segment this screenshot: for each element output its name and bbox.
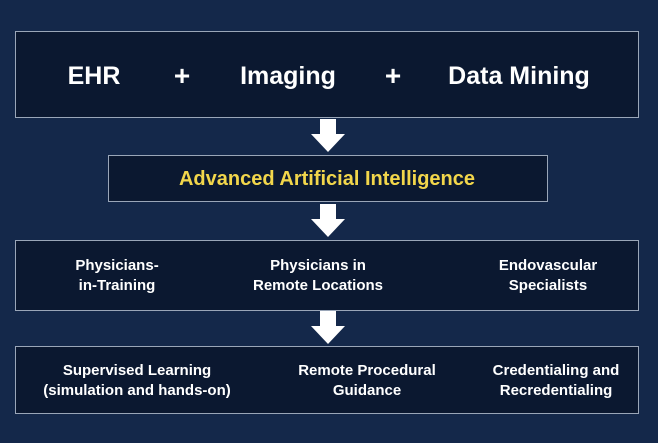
down-arrow-icon — [311, 119, 345, 152]
user-line: Endovascular — [498, 257, 598, 274]
plus-sign-1: + — [173, 60, 191, 91]
source-ehr: EHR — [67, 62, 121, 90]
user-line: Remote Locations — [252, 277, 384, 294]
user-line: in-Training — [78, 277, 156, 294]
user-endovascular-specialists: Endovascular Specialists — [499, 256, 597, 296]
down-arrow-icon — [311, 311, 345, 344]
applications-box: Supervised Learning (simulation and hand… — [15, 346, 639, 414]
advanced-ai-label: Advanced Artificial Intelligence — [178, 168, 476, 190]
app-line: (simulation and hands-on) — [43, 382, 231, 399]
app-remote-guidance: Remote Procedural Guidance — [298, 361, 436, 401]
source-data-mining: Data Mining — [448, 62, 590, 90]
plus-sign-2: + — [384, 60, 402, 91]
app-line: Credentialing and — [492, 362, 620, 379]
app-line: Guidance — [332, 382, 402, 399]
app-line: Recredentialing — [499, 382, 613, 399]
app-supervised-learning: Supervised Learning (simulation and hand… — [43, 361, 231, 401]
user-line: Specialists — [508, 277, 588, 294]
app-line: Supervised Learning — [62, 362, 212, 379]
users-box: Physicians- in-Training Physicians in Re… — [15, 240, 639, 311]
app-credentialing: Credentialing and Recredentialing — [493, 361, 620, 401]
user-line: Physicians in — [270, 257, 366, 274]
source-imaging: Imaging — [240, 62, 336, 90]
down-arrow-icon — [311, 204, 345, 237]
data-sources-box: EHR + Imaging + Data Mining — [15, 31, 639, 118]
advanced-ai-box: Advanced Artificial Intelligence — [108, 155, 548, 202]
app-line: Remote Procedural — [298, 362, 436, 379]
user-line: Physicians- — [75, 257, 159, 274]
user-physicians-in-training: Physicians- in-Training — [75, 256, 158, 296]
user-physicians-remote: Physicians in Remote Locations — [253, 256, 383, 296]
